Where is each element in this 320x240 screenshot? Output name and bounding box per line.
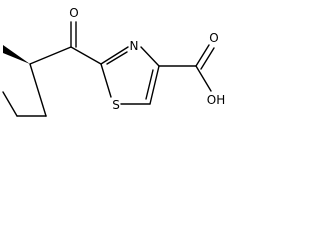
bond-c4-c5-inner: [145, 69, 154, 100]
bond-c4-c5: [149, 65, 160, 105]
bond-s-c2: [100, 63, 112, 98]
bond-n-c4: [140, 46, 160, 67]
molecule-structure: O N S O OH: [2, 6, 225, 117]
atom-acid-hydroxyl: OH: [207, 93, 225, 107]
bond-c2-n: [100, 46, 129, 65]
atom-ring-nitrogen: N: [130, 39, 139, 53]
bond-chiral-carbonyl: [29, 46, 72, 65]
stereo-wedge-methyl: [3, 45, 30, 64]
bond-acid-o-2: [200, 47, 215, 70]
bond-acid-oh: [195, 65, 212, 92]
bond-chiral-to-chain: [29, 63, 47, 117]
bond-c2-n-inner: [106, 51, 128, 65]
bond-ch3-ch2: [2, 91, 18, 117]
bond-acid-o-1: [195, 44, 210, 67]
atom-ketone-oxygen: O: [69, 6, 78, 20]
atom-acid-carbonyl-oxygen: O: [209, 31, 218, 45]
atom-ring-sulfur: S: [112, 98, 120, 112]
bond-carbonyl-c2: [70, 46, 102, 65]
